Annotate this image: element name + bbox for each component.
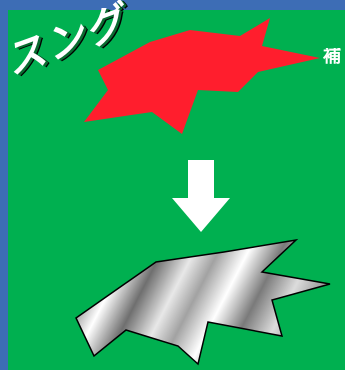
down-arrow-icon: [172, 160, 230, 232]
red-burst-shape: [84, 18, 320, 134]
metal-burst-shape: [75, 238, 331, 366]
side-text-fragment: 補: [323, 48, 341, 66]
